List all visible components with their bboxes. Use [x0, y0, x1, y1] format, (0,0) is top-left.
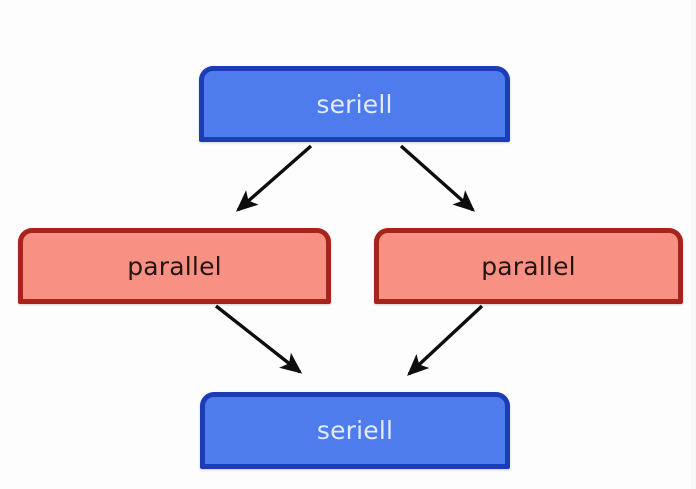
- node-label: parallel: [481, 251, 576, 281]
- edge-top-to-parallel-right: [399, 144, 476, 212]
- edge-top-to-parallel-left: [235, 144, 313, 212]
- node-label: seriell: [316, 89, 393, 119]
- node-parallel-right[interactable]: parallel: [374, 228, 683, 304]
- node-parallel-left[interactable]: parallel: [18, 228, 331, 304]
- right-edge-shade: [691, 0, 696, 489]
- edge-parallel-right-to-bottom: [407, 304, 484, 376]
- node-label: seriell: [316, 416, 394, 445]
- node-seriell-bottom[interactable]: seriell: [200, 392, 510, 469]
- edge-parallel-left-to-bottom: [214, 304, 303, 374]
- node-label: parallel: [127, 251, 222, 281]
- node-seriell-top[interactable]: seriell: [199, 66, 510, 142]
